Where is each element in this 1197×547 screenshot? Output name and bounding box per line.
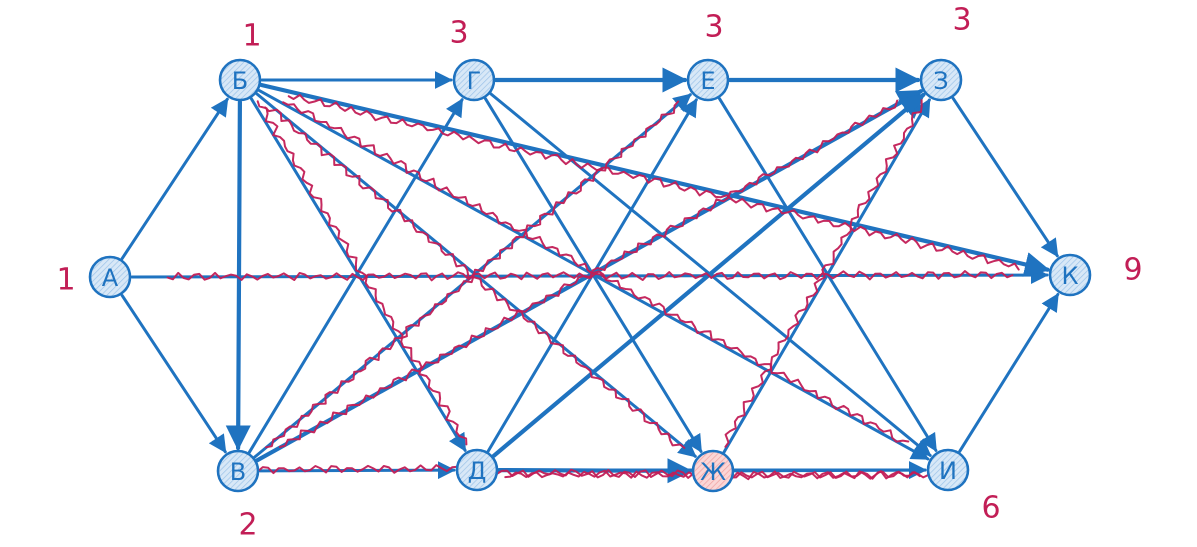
crossout-d-zh	[490, 468, 700, 479]
crossout-v-z	[278, 99, 899, 448]
node-z: З	[919, 58, 963, 102]
nodes-layer: А Б В Г Д Е Ж З И К	[88, 58, 1092, 493]
crossout-b-zh	[264, 106, 686, 449]
node-label: Г	[467, 67, 482, 95]
node-circle	[452, 58, 496, 102]
node-circle	[919, 58, 963, 102]
node-circle	[88, 255, 132, 299]
edge-i-k	[958, 292, 1060, 453]
node-number-e: 3	[704, 10, 723, 45]
node-e: Е	[686, 58, 730, 102]
node-d: Д	[455, 448, 499, 492]
node-label: А	[102, 264, 119, 292]
crossout-a-k	[166, 270, 1014, 282]
node-label: З	[933, 67, 948, 95]
node-circle	[686, 58, 730, 102]
node-label: Ж	[700, 458, 726, 486]
node-g: Г	[452, 58, 496, 102]
crossout-v-e	[265, 100, 680, 449]
node-number-a: 1	[56, 263, 75, 298]
node-label: И	[939, 457, 957, 485]
crossout-zh-z	[724, 99, 923, 448]
node-label: В	[230, 458, 246, 486]
node-v: В	[216, 449, 260, 493]
edge-v-z	[255, 89, 924, 463]
node-zh: Ж	[691, 449, 735, 493]
node-circle	[455, 448, 499, 492]
edge-z-k	[951, 96, 1059, 258]
node-number-i: 6	[981, 491, 1000, 526]
edge-a-v	[120, 293, 227, 454]
crossout-layer	[166, 94, 1020, 481]
node-circle	[218, 58, 262, 102]
node-k: К	[1048, 253, 1092, 297]
edge-zh-i	[733, 461, 927, 480]
crossout-b-d	[256, 100, 468, 446]
edge-b-k	[259, 82, 1051, 277]
node-numbers-layer: 1 1 2 3 3 3 6 9	[56, 3, 1142, 543]
node-label: К	[1061, 262, 1078, 290]
node-number-k: 9	[1123, 253, 1142, 288]
node-circle	[216, 449, 260, 493]
node-label: Б	[232, 67, 248, 95]
crossout-b-i	[282, 101, 910, 443]
node-label: Е	[700, 67, 715, 95]
edge-b-v	[225, 99, 251, 451]
edge-a-b	[120, 97, 229, 261]
node-b: Б	[218, 58, 262, 102]
node-circle	[926, 448, 970, 492]
crossout-zh-i	[726, 470, 935, 481]
edge-zh-z	[722, 98, 931, 454]
node-a: А	[88, 255, 132, 299]
node-number-b: 1	[242, 19, 261, 54]
node-circle	[691, 449, 735, 493]
node-i: И	[926, 448, 970, 492]
node-number-g: 3	[449, 16, 468, 51]
node-number-z: 3	[952, 3, 971, 38]
crossout-b-k	[287, 94, 1020, 271]
crossout-v-d	[251, 464, 464, 475]
node-circle	[1048, 253, 1092, 297]
node-number-v: 2	[238, 508, 257, 543]
node-label: Д	[468, 457, 487, 485]
